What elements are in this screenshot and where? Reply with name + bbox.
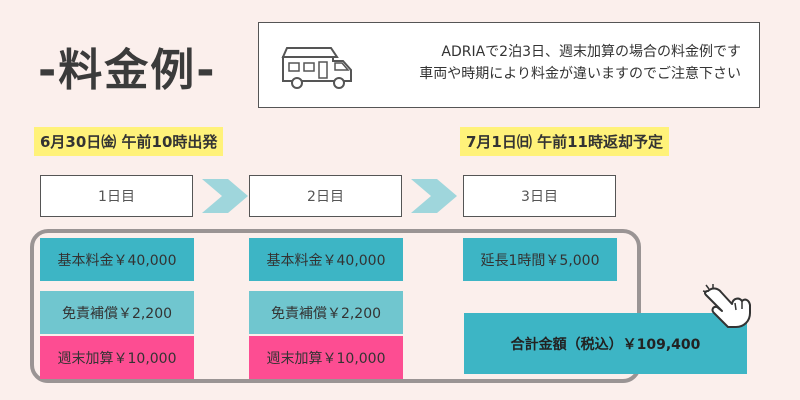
notice-line-1: ADRIAで2泊3日、週末加算の場合の料金例です [441, 44, 741, 60]
camper-van-icon [281, 47, 352, 89]
day-3-extension-fee: 延長1時間￥5,000 [463, 238, 617, 281]
day-3-box: 3日目 [463, 175, 616, 217]
day-1-insurance-fee: 免責補償￥2,200 [40, 291, 194, 334]
arrow-right-icon [411, 179, 457, 213]
notice-text: ADRIAで2泊3日、週末加算の場合の料金例です 車両や時期により料金が違います… [419, 41, 741, 85]
notice-box: ADRIAで2泊3日、週末加算の場合の料金例です 車両や時期により料金が違います… [258, 22, 760, 108]
day-2-weekend-fee: 週末加算￥10,000 [249, 336, 403, 379]
day-2-base-fee: 基本料金￥40,000 [249, 238, 403, 281]
day-1-base-fee: 基本料金￥40,000 [40, 238, 194, 281]
day-1-box: 1日目 [40, 175, 193, 217]
day-2-box: 2日目 [249, 175, 402, 217]
pointing-hand-icon [702, 284, 751, 328]
day-1-weekend-fee: 週末加算￥10,000 [40, 336, 194, 379]
return-label: 7月1日㈰ 午前11時返却予定 [460, 127, 669, 156]
arrow-right-icon [202, 179, 248, 213]
departure-label: 6月30日㈮ 午前10時出発 [34, 127, 224, 156]
day-2-insurance-fee: 免責補償￥2,200 [249, 291, 403, 334]
fee-frame [30, 229, 641, 383]
total-amount: 合計金額（税込）￥109,400 [464, 313, 747, 374]
page-title: -料金例- [38, 45, 217, 96]
notice-line-2: 車両や時期により料金が違いますのでご注意下さい [419, 66, 741, 82]
